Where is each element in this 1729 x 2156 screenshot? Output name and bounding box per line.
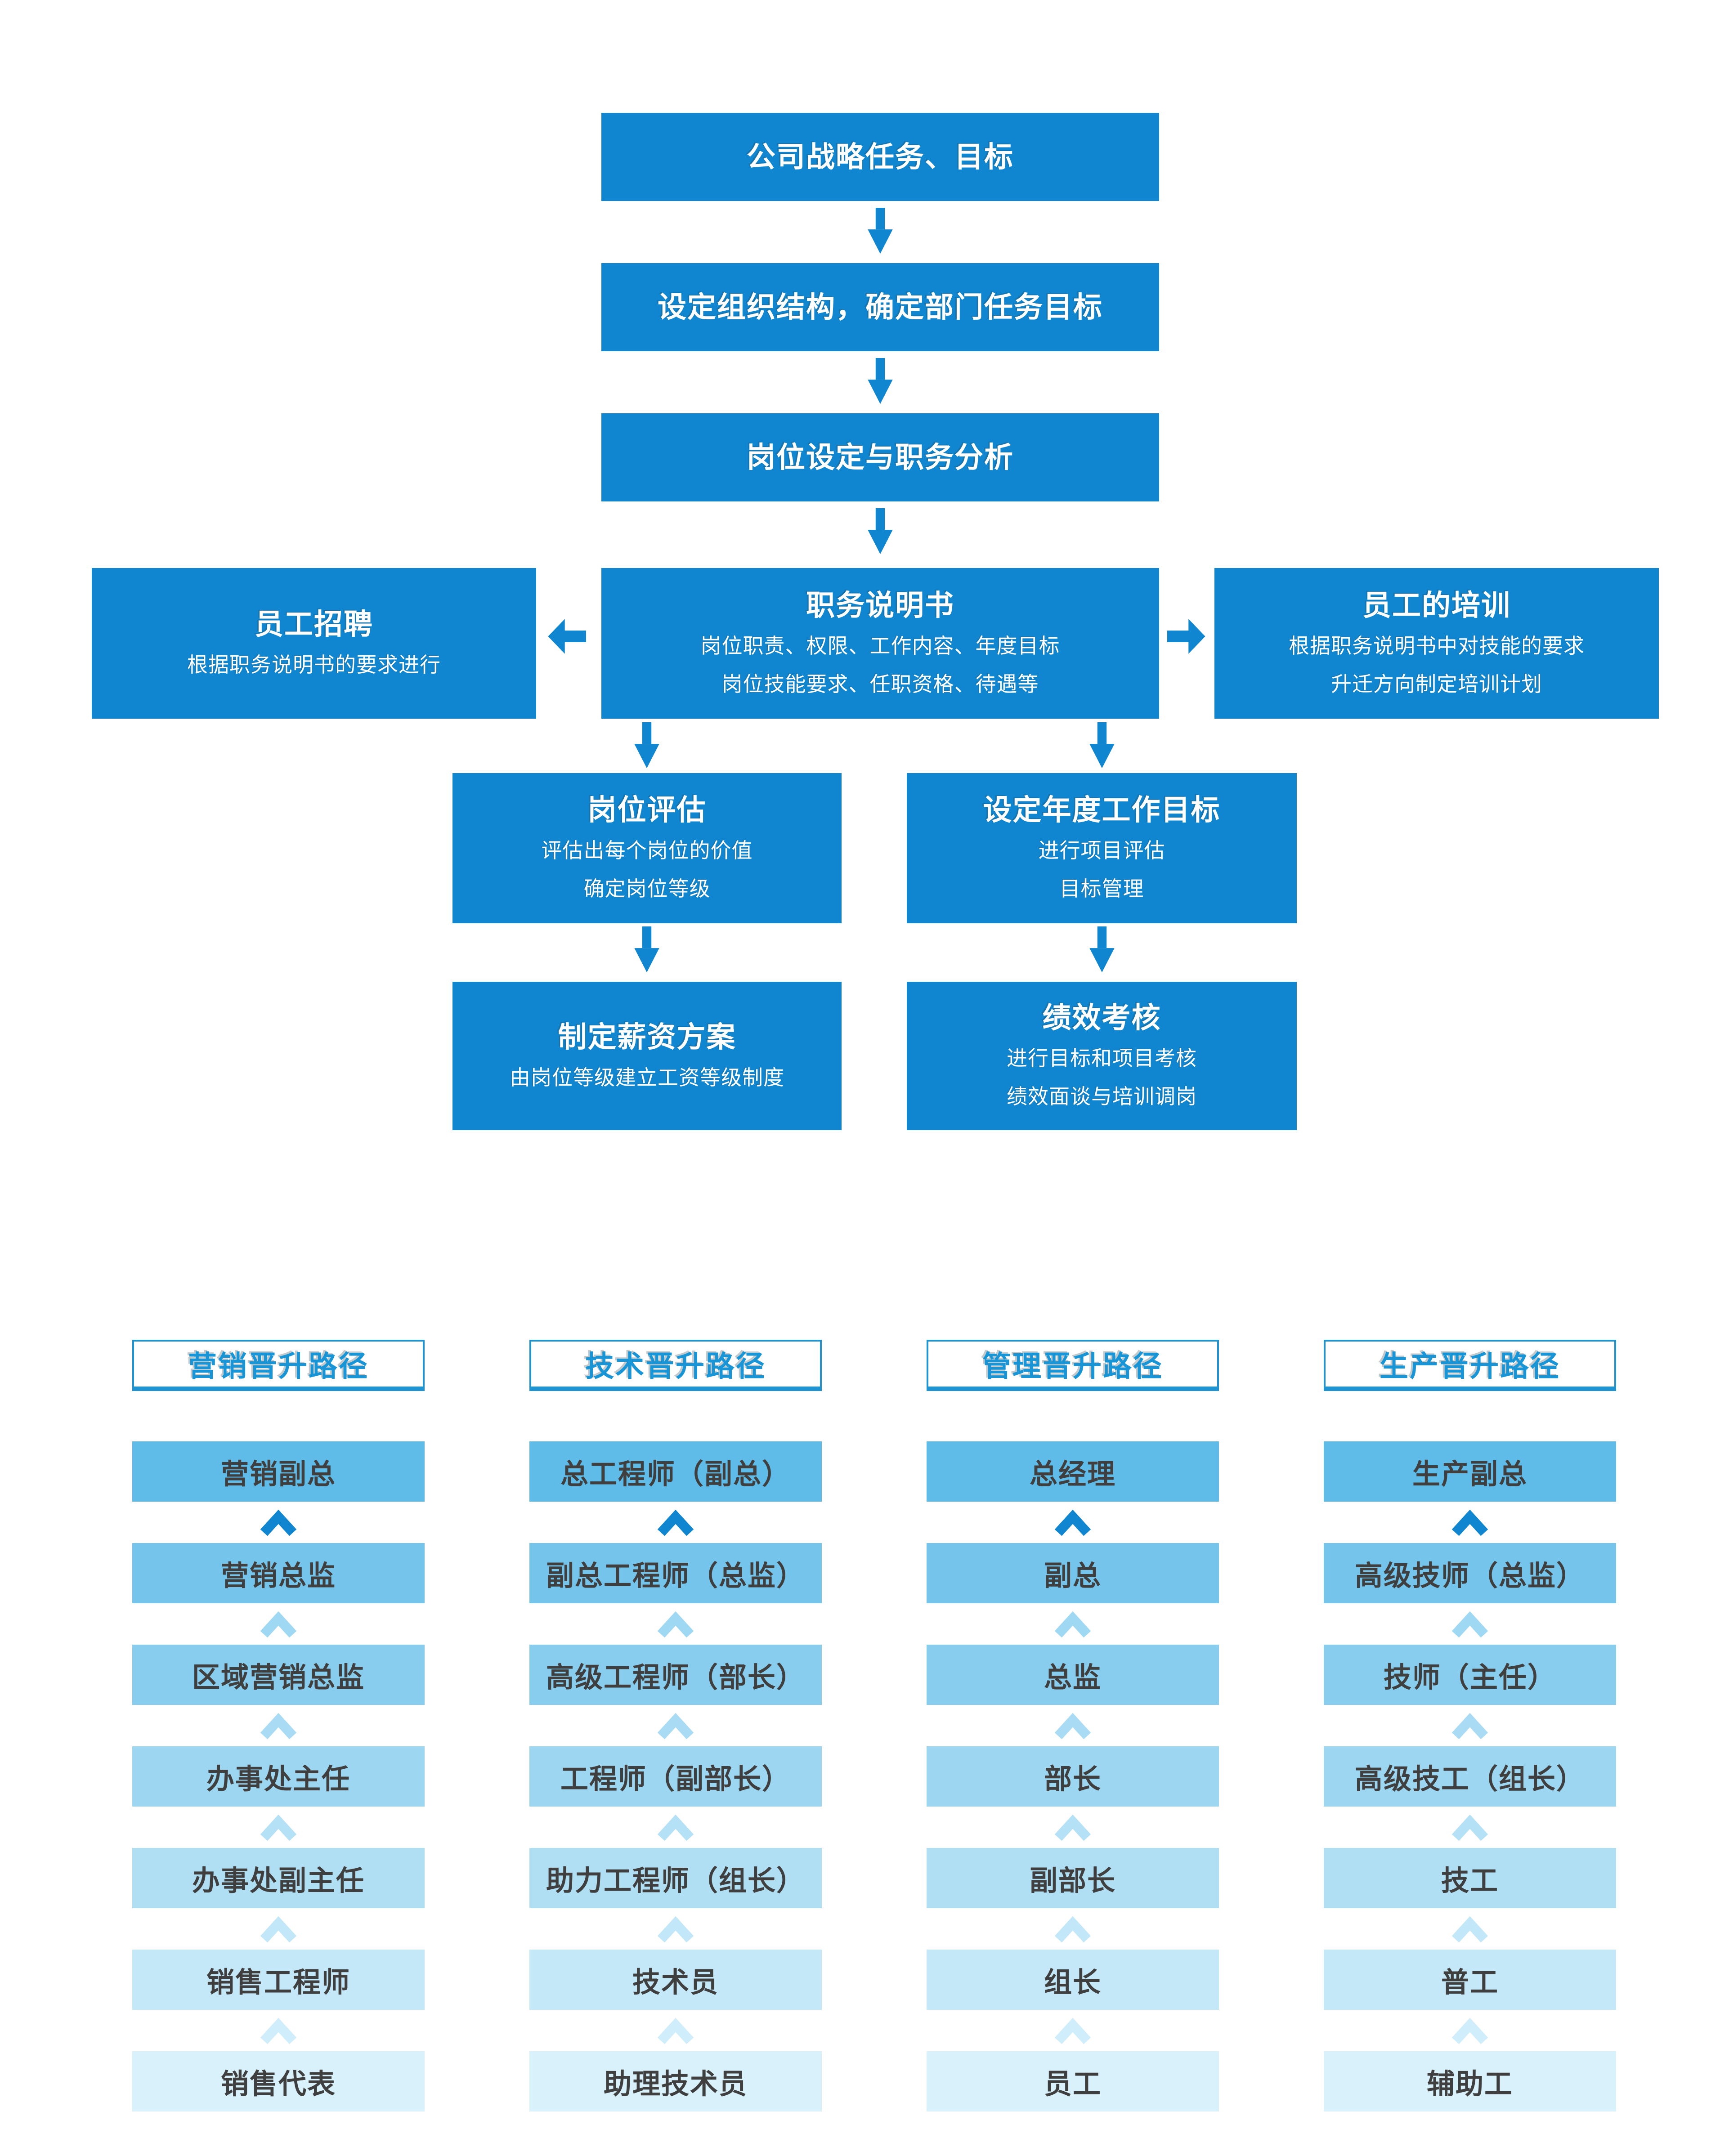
arrow-down-icon: [1086, 926, 1118, 974]
chevron-up-icon: [259, 1508, 298, 1536]
promotion-item: 员工: [927, 2051, 1219, 2111]
chevron-up-icon: [1451, 1610, 1489, 1638]
chevron-up-icon: [1053, 1508, 1092, 1536]
flow-box-job-description: 职务说明书 岗位职责、权限、工作内容、年度目标 岗位技能要求、任职资格、待遇等: [601, 568, 1159, 719]
promotion-item: 技师（主任）: [1324, 1645, 1616, 1705]
promotion-item: 助力工程师（组长）: [529, 1848, 822, 1908]
promotion-item: 高级工程师（部长）: [529, 1645, 822, 1705]
arrow-down-icon: [631, 926, 663, 974]
chevron-up-icon: [259, 1610, 298, 1638]
promotion-item: 生产副总: [1324, 1441, 1616, 1502]
promotion-item: 工程师（副部长）: [529, 1746, 822, 1807]
promotion-item: 总工程师（副总）: [529, 1441, 822, 1502]
flow-box-position-evaluation: 岗位评估 评估出每个岗位的价值 确定岗位等级: [452, 773, 842, 923]
chevron-up-icon: [656, 1508, 695, 1536]
promotion-item: 副部长: [927, 1848, 1219, 1908]
column-header-production: 生产晋升路径: [1324, 1340, 1616, 1391]
flow-box-line: 根据职务说明书的要求进行: [187, 653, 441, 676]
flow-step-job-analysis: 岗位设定与职务分析: [601, 413, 1159, 501]
flow-box-line: 确定岗位等级: [583, 877, 711, 900]
chevron-up-icon: [1451, 1508, 1489, 1536]
flow-box-title: 职务说明书: [806, 589, 954, 622]
promotion-item: 高级技工（组长）: [1324, 1746, 1616, 1807]
flow-box-title: 设定年度工作目标: [983, 794, 1221, 826]
promotion-item: 辅助工: [1324, 2051, 1616, 2111]
promotion-item: 助理技术员: [529, 2051, 822, 2111]
flow-step-title: 岗位设定与职务分析: [747, 441, 1014, 474]
flow-step-strategy: 公司战略任务、目标: [601, 113, 1159, 201]
flow-box-title: 制定薪资方案: [558, 1020, 736, 1053]
flow-box-line: 升迁方向制定培训计划: [1331, 672, 1542, 696]
promotion-item: 销售工程师: [132, 1950, 425, 2010]
promotion-item: 办事处主任: [132, 1746, 425, 1807]
chevron-up-icon: [1451, 1712, 1489, 1740]
arrow-down-icon: [631, 722, 663, 769]
arrow-down-icon: [864, 208, 896, 255]
flow-box-salary-plan: 制定薪资方案 由岗位等级建立工资等级制度: [452, 982, 842, 1130]
flow-step-org-structure: 设定组织结构，确定部门任务目标: [601, 263, 1159, 351]
promotion-item: 技术员: [529, 1950, 822, 2010]
promotion-item: 高级技师（总监）: [1324, 1543, 1616, 1603]
promotion-item: 普工: [1324, 1950, 1616, 2010]
promotion-item: 技工: [1324, 1848, 1616, 1908]
promotion-item: 总经理: [927, 1441, 1219, 1502]
chevron-up-icon: [1451, 2017, 1489, 2044]
chevron-up-icon: [1053, 1712, 1092, 1740]
flow-box-line: 根据职务说明书中对技能的要求: [1289, 634, 1585, 658]
flow-box-line: 岗位职责、权限、工作内容、年度目标: [700, 634, 1060, 658]
chevron-up-icon: [656, 1712, 695, 1740]
flow-box-line: 岗位技能要求、任职资格、待遇等: [721, 672, 1039, 696]
flow-box-performance-review: 绩效考核 进行目标和项目考核 绩效面谈与培训调岗: [907, 982, 1297, 1130]
chevron-up-icon: [259, 1712, 298, 1740]
promotion-item: 组长: [927, 1950, 1219, 2010]
arrow-left-icon: [547, 617, 587, 656]
flow-box-title: 岗位评估: [587, 794, 707, 826]
arrow-down-icon: [1086, 722, 1118, 769]
flow-step-title: 设定组织结构，确定部门任务目标: [658, 291, 1103, 323]
chevron-up-icon: [1053, 2017, 1092, 2044]
flow-box-line: 进行目标和项目考核: [1007, 1047, 1197, 1070]
flow-box-training: 员工的培训 根据职务说明书中对技能的要求 升迁方向制定培训计划: [1214, 568, 1659, 719]
flow-box-title: 员工的培训: [1362, 589, 1511, 622]
chevron-up-icon: [1053, 1813, 1092, 1841]
flow-box-line: 进行项目评估: [1038, 839, 1165, 862]
promotion-item: 区域营销总监: [132, 1645, 425, 1705]
promotion-item: 营销总监: [132, 1543, 425, 1603]
flow-box-line: 评估出每个岗位的价值: [541, 839, 753, 862]
chevron-up-icon: [259, 1915, 298, 1943]
arrow-down-icon: [864, 508, 896, 555]
chevron-up-icon: [1053, 1915, 1092, 1943]
chevron-up-icon: [259, 2017, 298, 2044]
chevron-up-icon: [1451, 1915, 1489, 1943]
promotion-item: 部长: [927, 1746, 1219, 1807]
flow-box-line: 绩效面谈与培训调岗: [1007, 1085, 1197, 1108]
arrow-down-icon: [864, 358, 896, 405]
flow-box-annual-goals: 设定年度工作目标 进行项目评估 目标管理: [907, 773, 1297, 923]
promotion-item: 营销副总: [132, 1441, 425, 1502]
flow-box-line: 由岗位等级建立工资等级制度: [510, 1065, 784, 1089]
flow-box-title: 员工招聘: [255, 608, 373, 640]
arrow-right-icon: [1167, 617, 1206, 656]
chevron-up-icon: [656, 1915, 695, 1943]
chevron-up-icon: [656, 1813, 695, 1841]
column-header-marketing: 营销晋升路径: [132, 1340, 425, 1391]
promotion-item: 副总工程师（总监）: [529, 1543, 822, 1603]
chevron-up-icon: [1451, 1813, 1489, 1841]
chevron-up-icon: [259, 1813, 298, 1841]
promotion-item: 总监: [927, 1645, 1219, 1705]
column-header-management: 管理晋升路径: [927, 1340, 1219, 1391]
promotion-item: 办事处副主任: [132, 1848, 425, 1908]
chevron-up-icon: [656, 2017, 695, 2044]
flow-box-line: 目标管理: [1059, 877, 1144, 900]
chevron-up-icon: [656, 1610, 695, 1638]
promotion-item: 副总: [927, 1543, 1219, 1603]
column-header-technical: 技术晋升路径: [529, 1340, 822, 1391]
chevron-up-icon: [1053, 1610, 1092, 1638]
flow-box-recruitment: 员工招聘 根据职务说明书的要求进行: [92, 568, 536, 719]
promotion-item: 销售代表: [132, 2051, 425, 2111]
flow-step-title: 公司战略任务、目标: [747, 141, 1014, 173]
flow-box-title: 绩效考核: [1042, 1002, 1161, 1034]
